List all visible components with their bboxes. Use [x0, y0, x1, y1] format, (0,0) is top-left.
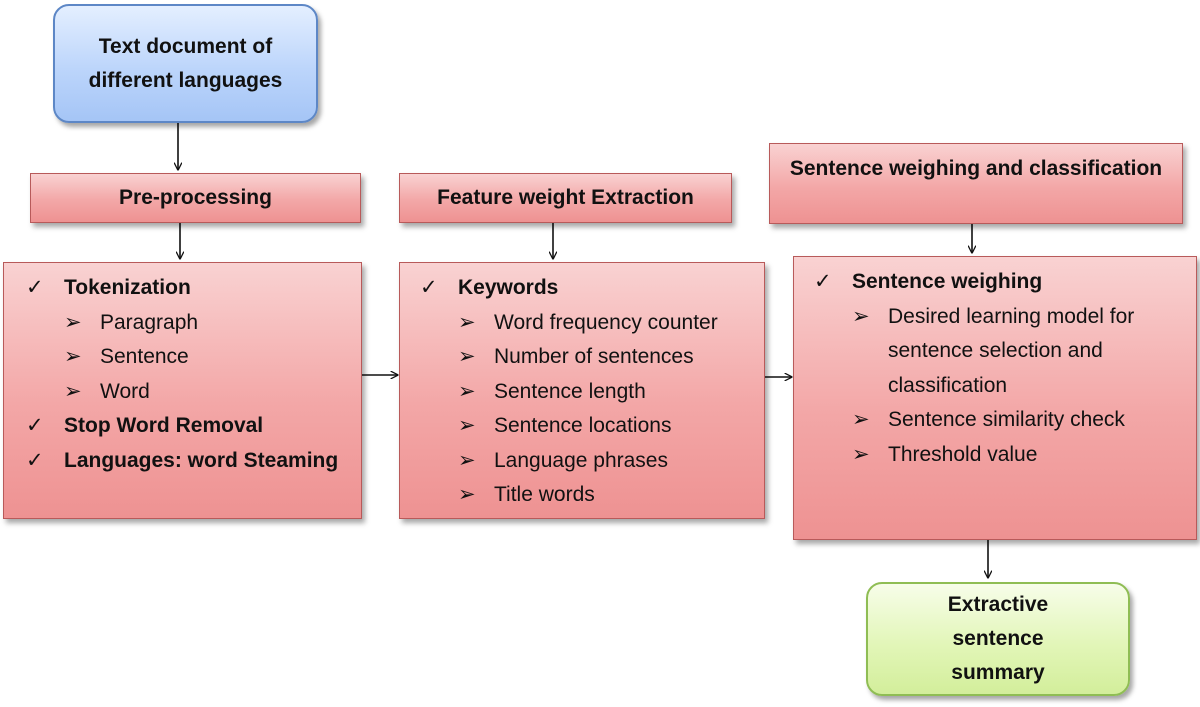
preprocessing-panel: ✓ Tokenization ➢ Paragraph ➢ Sentence ➢ Word ✓ St… — [3, 262, 362, 519]
weighing-title: Sentence weighing and classification — [789, 157, 1163, 180]
preprocessing-list: ✓ Tokenization ➢ Paragraph ➢ Sentence ➢ Word ✓ St… — [22, 271, 361, 478]
weighing-item-label: Threshold value — [888, 442, 1038, 466]
arrow-bullet-icon: ➢ — [458, 414, 476, 437]
weighing-item-label: Desired learning model for sentence sele… — [888, 304, 1135, 397]
preprocessing-subitem: ➢ Sentence — [22, 340, 361, 375]
feature-item-label: Keywords — [458, 276, 559, 299]
weighing-panel: ✓ Sentence weighing ➢ Desired learning mode… — [793, 256, 1197, 540]
feature-item-label: Sentence length — [494, 379, 646, 403]
feature-header: Feature weight Extraction — [399, 173, 732, 223]
preprocessing-item-label: Sentence — [100, 345, 189, 368]
weighing-subitem: ➢ Sentence similarity check — [810, 403, 1186, 438]
check-icon: ✓ — [420, 276, 438, 299]
feature-subitem: ➢ Title words — [416, 478, 764, 513]
weighing-item: ✓ Sentence weighing — [810, 265, 1186, 300]
preprocessing-item-label: Word — [100, 379, 150, 403]
feature-item-label: Title words — [494, 483, 595, 506]
check-icon: ✓ — [814, 270, 832, 293]
feature-panel: ✓ Keywords ➢ Word frequency counter ➢ Number … — [399, 262, 765, 519]
weighing-header: Sentence weighing and classification — [769, 143, 1183, 224]
preprocessing-header: Pre-processing — [30, 173, 361, 223]
check-icon: ✓ — [26, 276, 44, 299]
weighing-subitem: ➢ Threshold value — [810, 438, 1186, 473]
end-node: Extractive sentence summary — [866, 582, 1130, 696]
check-icon: ✓ — [26, 448, 44, 472]
preprocessing-item-label: Stop Word Removal — [64, 414, 264, 437]
start-node: Text document of different languages — [53, 4, 318, 123]
arrow-bullet-icon: ➢ — [64, 379, 82, 403]
feature-subitem: ➢ Sentence locations — [416, 409, 764, 444]
weighing-item-label: Sentence similarity check — [888, 408, 1125, 431]
feature-item-label: Language phrases — [494, 448, 668, 472]
arrow-bullet-icon: ➢ — [458, 379, 476, 403]
preprocessing-title: Pre-processing — [119, 186, 272, 209]
feature-item-label: Number of sentences — [494, 345, 694, 368]
preprocessing-subitem: ➢ Word — [22, 375, 361, 410]
preprocessing-item-label: Paragraph — [100, 310, 199, 334]
arrow-bullet-icon: ➢ — [458, 448, 476, 472]
feature-subitem: ➢ Language phrases — [416, 444, 764, 479]
feature-subitem: ➢ Sentence length — [416, 375, 764, 410]
weighing-list: ✓ Sentence weighing ➢ Desired learning mode… — [810, 265, 1186, 472]
preprocessing-item: ✓ Languages: word Steaming — [22, 444, 361, 479]
arrow-bullet-icon: ➢ — [852, 442, 870, 466]
preprocessing-item: ✓ Stop Word Removal — [22, 409, 361, 444]
arrow-bullet-icon: ➢ — [64, 345, 82, 368]
end-node-label: Extractive sentence summary — [947, 593, 1049, 684]
preprocessing-item: ✓ Tokenization — [22, 271, 361, 306]
arrow-bullet-icon: ➢ — [458, 483, 476, 506]
feature-subitem: ➢ Number of sentences — [416, 340, 764, 375]
arrow-bullet-icon: ➢ — [458, 345, 476, 368]
feature-title: Feature weight Extraction — [437, 186, 694, 209]
preprocessing-subitem: ➢ Paragraph — [22, 306, 361, 341]
weighing-subitem: ➢ Desired learning model for sentence sel… — [810, 300, 1186, 404]
check-icon: ✓ — [26, 414, 44, 437]
arrow-bullet-icon: ➢ — [852, 408, 870, 431]
preprocessing-item-label: Tokenization — [64, 276, 191, 299]
feature-item-label: Word frequency counter — [494, 310, 718, 334]
preprocessing-item-label: Languages: word Steaming — [64, 448, 339, 472]
feature-list: ✓ Keywords ➢ Word frequency counter ➢ Number … — [416, 271, 764, 513]
weighing-item-label: Sentence weighing — [852, 270, 1043, 293]
start-node-label: Text document of different languages — [88, 34, 283, 92]
feature-item-label: Sentence locations — [494, 414, 672, 437]
arrow-bullet-icon: ➢ — [852, 304, 870, 328]
arrow-bullet-icon: ➢ — [64, 310, 82, 334]
feature-subitem: ➢ Word frequency counter — [416, 306, 764, 341]
feature-item: ✓ Keywords — [416, 271, 764, 306]
arrow-bullet-icon: ➢ — [458, 310, 476, 334]
